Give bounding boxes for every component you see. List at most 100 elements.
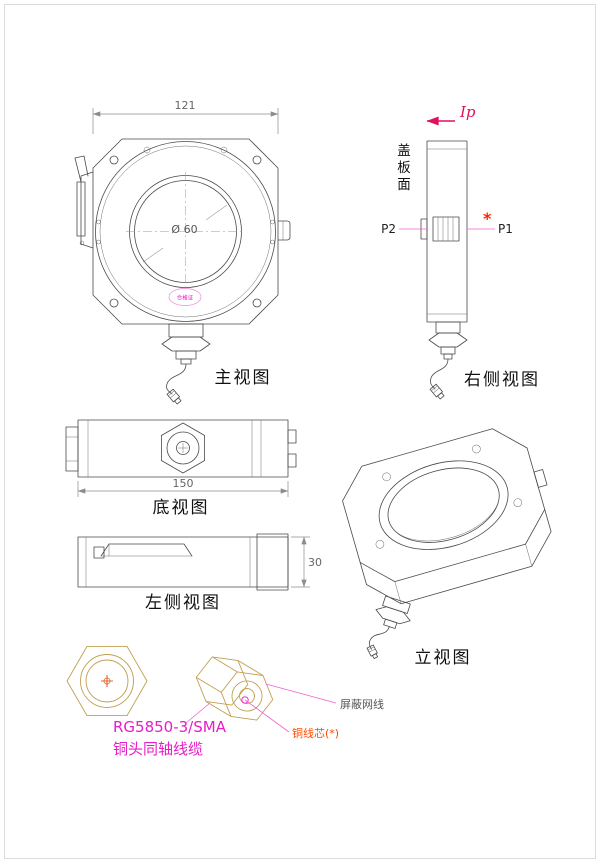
front-latch-detail [74, 155, 94, 249]
iso-cable-plug [366, 644, 378, 659]
front-bore-value: Ø 60 [171, 223, 197, 236]
latch-outline [100, 543, 193, 557]
connector-hex-nut [161, 336, 211, 352]
bottom-left-fitting [65, 426, 79, 472]
iso-edge [525, 544, 533, 567]
left-latch-lever [93, 543, 193, 559]
copper-core-circle [241, 696, 249, 704]
cover-char-1: 盖 [397, 143, 411, 159]
screw-hole [375, 540, 385, 549]
bottom-right-nub [287, 429, 297, 444]
front-view: 121 Ø 60 合格证 [74, 99, 291, 405]
cover-char-2: 板 [397, 160, 411, 176]
front-right-tab [277, 220, 291, 241]
connector-stem [383, 618, 398, 629]
front-cable [166, 363, 187, 395]
isometric-view: 立视图 [342, 428, 552, 668]
core-label: 铜线芯(*) [292, 726, 339, 740]
latch-lever [74, 155, 89, 183]
ip-label: Ip [459, 103, 476, 121]
front-housing-outline [92, 138, 279, 325]
plug-hatch [368, 648, 376, 653]
cable-body-3d [195, 656, 274, 721]
iso-top-face [342, 428, 546, 583]
bottom-view: 150 底视图 [65, 419, 297, 518]
prism-edge [212, 656, 238, 673]
right-cable-plug [429, 383, 445, 400]
cable-name-label: 铜头同轴线缆 [113, 740, 203, 758]
right-side-view: Ip 盖 板 面 P2 P1 * [381, 103, 540, 400]
screw-hole [252, 298, 262, 308]
cert-sticker-outline [168, 288, 202, 306]
left-body-outline [77, 536, 289, 588]
screw-hole [143, 146, 151, 154]
hex-nut-outline [160, 422, 206, 474]
iso-bore-outer [378, 460, 509, 550]
terminal-body [432, 216, 460, 242]
cert-sticker-text: 合格证 [177, 294, 194, 302]
front-width-dimension: 121 [92, 99, 279, 134]
front-outer-ring [95, 141, 276, 322]
bottom-view-label: 底视图 [153, 498, 210, 518]
sheet-border [4, 4, 596, 859]
front-view-label: 主视图 [215, 368, 272, 388]
left-end-block [256, 533, 289, 591]
tab-outline [277, 220, 291, 241]
screw-hole [382, 472, 391, 482]
plug-hatch [431, 385, 438, 391]
left-height-value: 30 [308, 556, 322, 569]
connector-stem [175, 350, 197, 360]
shield-ring [80, 654, 134, 708]
screw-hole [96, 239, 101, 245]
fitting-block [65, 426, 79, 472]
iso-side-wall [359, 509, 552, 605]
shield-label: 屏蔽网线 [340, 697, 384, 711]
front-screw-holes [96, 146, 275, 308]
cable-end-face [66, 645, 148, 717]
hex-face-outline [66, 645, 148, 717]
left-side-view: 30 左侧视图 [77, 533, 322, 613]
p1-label: P1 [498, 222, 513, 236]
prism-edge [205, 701, 232, 717]
p2-label: P2 [381, 222, 396, 236]
front-outer-ring-groove [99, 145, 272, 318]
right-view-label: 右侧视图 [464, 370, 540, 390]
front-cable-plug [166, 388, 182, 405]
plug-hatch [170, 392, 177, 399]
dielectric-ring [85, 659, 129, 703]
iso-bore-wall [393, 498, 500, 542]
connector-hex-nut [428, 332, 468, 348]
bottom-hex-connector [160, 422, 206, 474]
screw-hole [109, 155, 119, 165]
bore-leader-line [205, 204, 228, 221]
connector-base [168, 323, 204, 338]
latch-strip [80, 171, 94, 249]
p2-annotation: P2 [381, 222, 427, 236]
screw-hole [220, 146, 228, 154]
right-cable [430, 358, 449, 390]
screw-hole [513, 498, 523, 507]
prism-edge [196, 677, 222, 693]
prism-edge [237, 660, 264, 676]
cover-plate-label: 盖 板 面 [397, 143, 411, 193]
shield-annotation: 屏蔽网线 [265, 683, 384, 711]
connector-neck [180, 358, 192, 365]
left-height-dimension: 30 [291, 536, 322, 588]
screw-hole [472, 444, 481, 454]
plug-hatch [433, 387, 440, 394]
cable-model-label: RG5850-3/SMA [113, 718, 227, 736]
plug-tip [372, 653, 378, 659]
front-connector [161, 323, 211, 405]
iso-body [342, 428, 552, 605]
connector-bore [176, 441, 190, 455]
connector-ring [166, 431, 200, 465]
plug-hatch [367, 646, 375, 651]
front-width-value: 121 [175, 99, 196, 112]
connector-hex-nut [375, 606, 411, 625]
core-annotation: 铜线芯(*) [244, 699, 339, 740]
cable-detail: 屏蔽网线 铜线芯(*) RG5850-3/SMA 铜头同轴线缆 [66, 645, 384, 758]
iso-connector [366, 595, 411, 659]
screw-hole [252, 155, 262, 165]
model-leader [185, 702, 211, 724]
